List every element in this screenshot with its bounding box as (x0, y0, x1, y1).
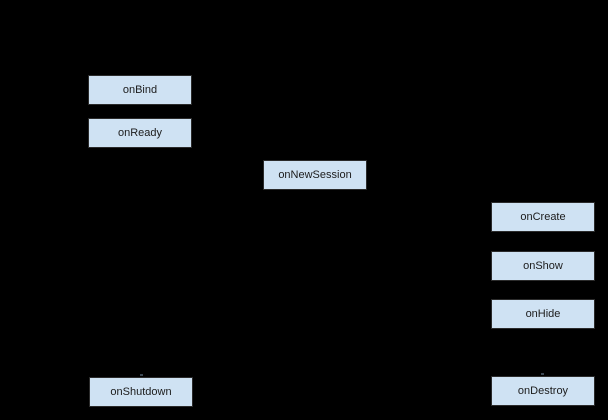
arrowhead-remnant-icon (541, 373, 544, 375)
node-ondestroy: onDestroy (491, 376, 595, 406)
node-onshutdown: onShutdown (89, 377, 193, 407)
node-onready: onReady (88, 118, 192, 148)
node-onshow: onShow (491, 251, 595, 281)
node-onbind: onBind (88, 75, 192, 105)
node-oncreate: onCreate (491, 202, 595, 232)
arrowhead-remnant-icon (140, 374, 143, 376)
node-onnewsession: onNewSession (263, 160, 367, 190)
node-onhide: onHide (491, 299, 595, 329)
